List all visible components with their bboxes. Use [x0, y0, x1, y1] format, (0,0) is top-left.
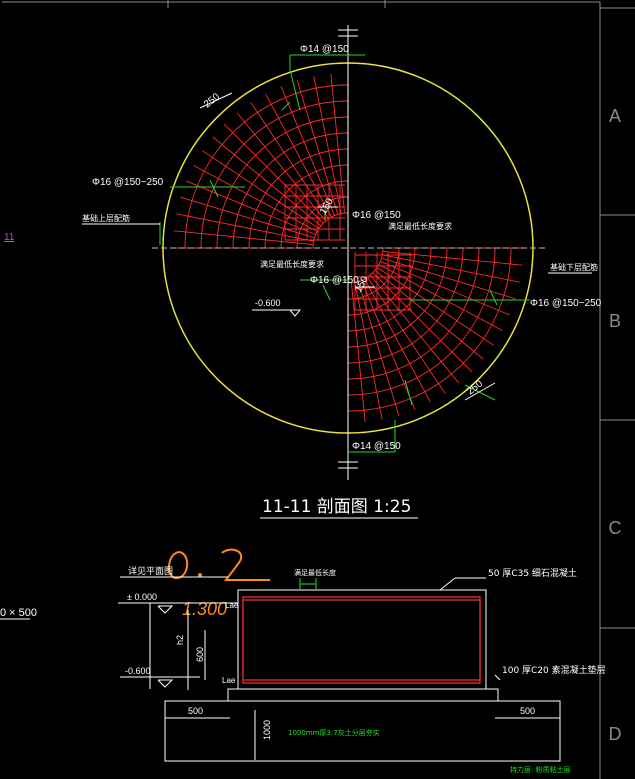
rebar-radial — [180, 196, 315, 239]
rebar-radial — [212, 136, 322, 227]
bars-left-label: Φ16 @150~250 — [92, 177, 164, 188]
rebar-radial — [354, 282, 383, 420]
level-0-label: ± 0.000 — [127, 592, 157, 602]
section-ref-label[interactable]: 11 — [4, 232, 15, 243]
dim-250-a: 250 — [202, 91, 222, 110]
plan-level-label: -0.600 — [255, 298, 281, 308]
rebar-radial — [357, 281, 400, 416]
dim-h2: h2 — [175, 635, 185, 645]
grid-label-b: B — [609, 311, 621, 331]
rebar-radial — [381, 257, 516, 300]
bars-right-label: Φ16 @150~250 — [530, 298, 602, 309]
rebar-radial — [280, 86, 336, 216]
base-layer-note: 100 厚C20 素混凝土垫层 — [502, 664, 606, 676]
rebar-radial — [313, 76, 342, 214]
anchor-note: 满足最低长度 — [294, 568, 336, 577]
bars-center2-label: Φ16 @150 — [310, 275, 359, 286]
dim-500-left: 500 — [188, 706, 203, 716]
rebar-radial — [374, 269, 484, 360]
note-anchor-2: 满足最低长度要求 — [260, 259, 324, 269]
dim-250-b: 250 — [465, 378, 485, 397]
bars-top-label: Φ14 @150 — [300, 44, 349, 55]
note-anchor-1: 满足最低长度要求 — [388, 221, 452, 231]
dimension-label-left: 0 × 500 — [0, 607, 37, 619]
foundation-plan: Φ14 @150 Φ16 @150~250 Φ14 @150 Φ16 @150~… — [82, 25, 602, 480]
rebar-mesh-top-left — [173, 73, 349, 249]
dim-600: 600 — [195, 647, 205, 662]
rebar-radial — [380, 260, 510, 316]
rebar-radial — [265, 93, 332, 218]
see-plan-label: 详见平面图 — [128, 565, 173, 577]
rebar-radial — [367, 276, 446, 394]
dim-500-right: 500 — [520, 706, 535, 716]
lae-top-label: Lae — [225, 601, 239, 610]
rebar-radial — [360, 280, 416, 410]
rebar-radial — [176, 213, 314, 242]
top-layer-note: 50 厚C35 细石混凝土 — [488, 567, 577, 579]
grid-label-a: A — [609, 106, 621, 126]
grid-label-d: D — [609, 724, 622, 744]
rebar-radial — [296, 80, 339, 215]
rebar-radial — [330, 73, 346, 214]
handwriting-note: 1.300 — [182, 599, 227, 619]
bearing-layer-note: 持力层: 粉质粘土层 — [510, 765, 571, 774]
rebar-radial — [193, 165, 318, 232]
rebar-radial — [173, 230, 314, 246]
fill-note: 1000mm厚3:7灰土分层夯实 — [288, 728, 380, 737]
rebar-radial — [372, 272, 473, 373]
rebar-radial — [376, 267, 494, 346]
note-bottom-reinforcement: 基础下层配筋 — [550, 262, 598, 272]
rebar-radial — [382, 250, 523, 266]
rebar-radial — [250, 102, 329, 220]
rebar-radial — [202, 150, 320, 229]
section-title: 11-11 剖面图 1:25 — [262, 497, 411, 517]
foundation-section: 1.300 — [118, 548, 606, 774]
note-top-reinforcement: 基础上层配筋 — [82, 213, 130, 223]
level-neg-label: -0.600 — [125, 666, 151, 676]
rebar-radial — [350, 282, 366, 423]
rebar-radial — [369, 274, 460, 384]
rebar-mesh-bottom-right — [347, 247, 523, 423]
lae-bot-label: Lae — [222, 676, 236, 685]
rebar-radial — [382, 254, 520, 283]
grid-label-c: C — [609, 518, 622, 538]
rebar-radial — [236, 112, 327, 222]
dim-1000: 1000 — [262, 720, 272, 740]
bars-bottom-label: Φ14 @150 — [352, 441, 401, 452]
rebar-radial — [186, 180, 316, 236]
bars-center-label: Φ16 @150 — [352, 210, 401, 221]
